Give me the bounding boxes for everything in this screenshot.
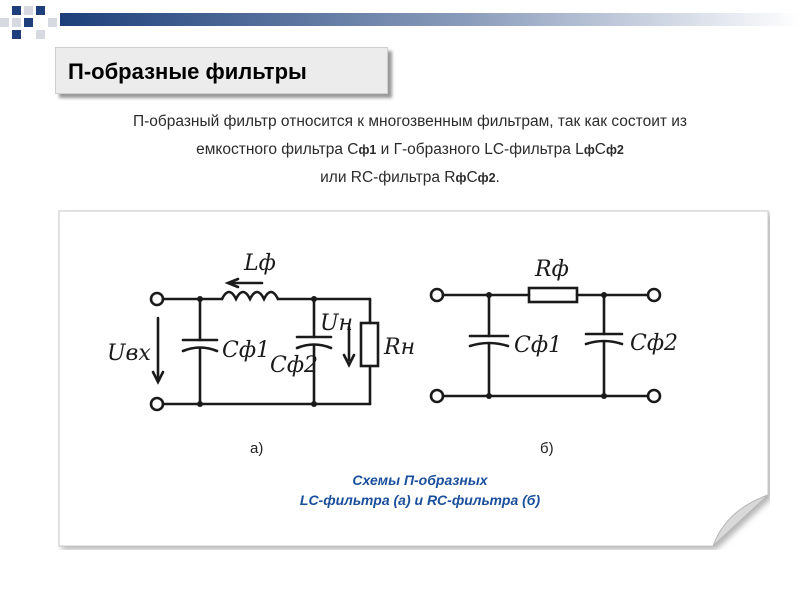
label-c2-a: Cф2 [270, 353, 318, 378]
label-resistor: Rф [534, 257, 569, 282]
deco-square [36, 30, 45, 39]
figure-label-a: а) [250, 440, 264, 457]
deco-square [12, 6, 21, 15]
label-u-in: Uвх [107, 341, 151, 366]
caption-line-2: LC-фильтра (а) и RC-фильтра (б) [299, 492, 541, 508]
intro-line-1: П-образный фильтр относится к многозвенн… [132, 113, 688, 130]
figure-label-b: б) [540, 440, 554, 457]
title-box: П-образные фильтры [55, 47, 388, 94]
intro-line-2: емкостного фильтра Сф1 и Г-образного LC-… [196, 141, 624, 158]
deco-square [24, 6, 33, 15]
label-inductor: Lф [243, 251, 276, 276]
label-load: Rн [383, 335, 415, 360]
deco-square [12, 18, 21, 27]
deco-square [48, 18, 57, 27]
label-c2-b: Cф2 [630, 331, 678, 356]
intro-line-3: или RC-фильтра RфСф2. [320, 169, 500, 186]
header-gradient-bar [60, 13, 800, 26]
figure-caption: Схемы П-образных LC-фильтра (а) и RC-фил… [250, 470, 590, 510]
deco-square [24, 18, 33, 27]
caption-line-1: Схемы П-образных [352, 472, 488, 488]
deco-square [12, 30, 21, 39]
label-c1-b: Cф1 [514, 333, 562, 358]
deco-square [0, 18, 9, 27]
intro-paragraph: П-образный фильтр относится к многозвенн… [40, 108, 780, 192]
label-c1-a: Cф1 [222, 338, 270, 363]
label-u-out: Uн [320, 311, 353, 336]
deco-square [36, 6, 45, 15]
page-title: П-образные фильтры [68, 59, 307, 84]
page-curl [712, 494, 769, 547]
